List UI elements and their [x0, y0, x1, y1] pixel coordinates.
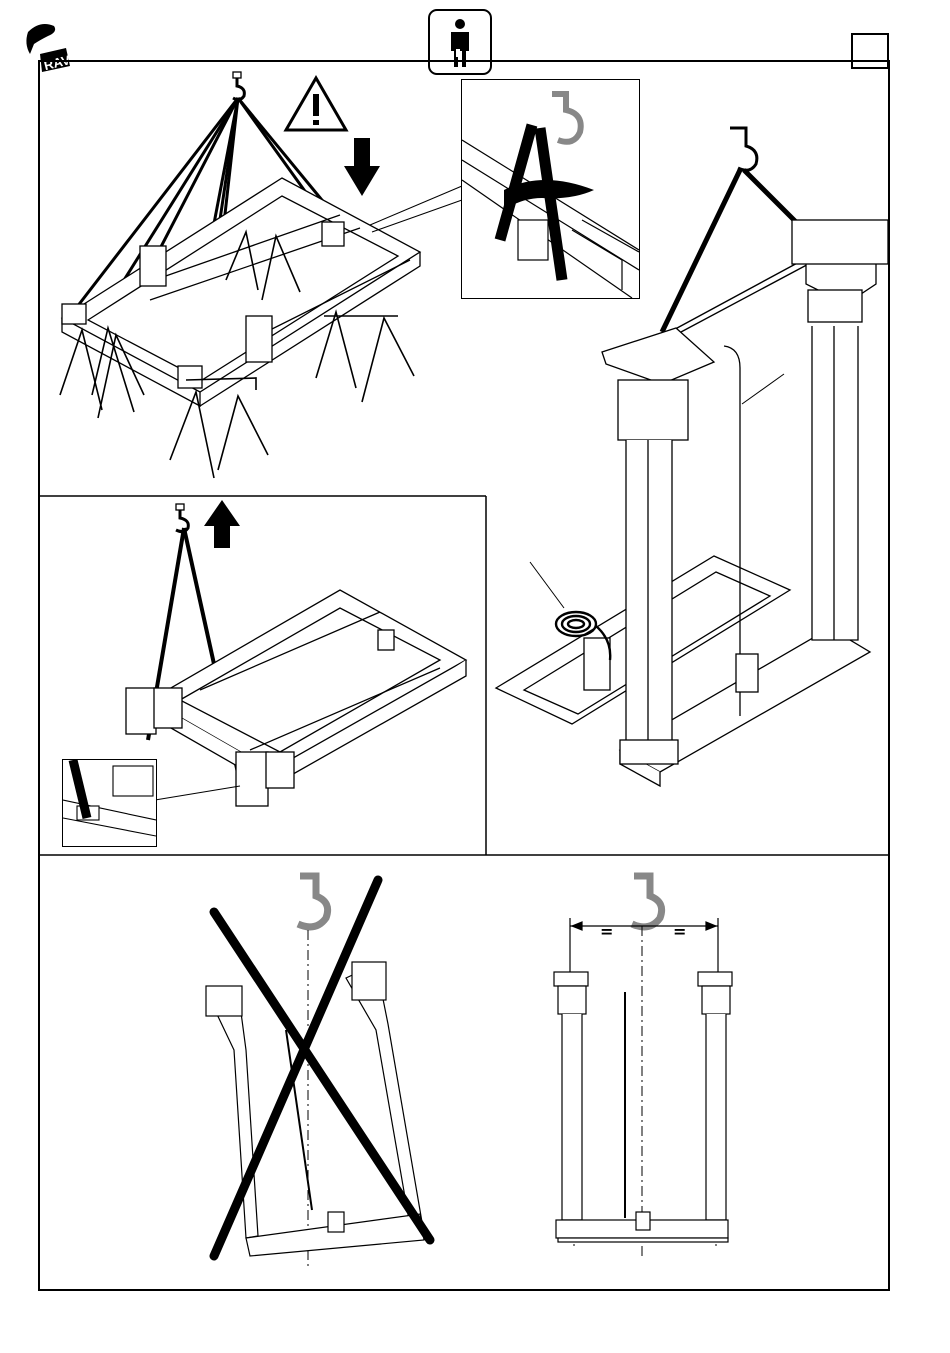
crane-hook-icon [632, 876, 662, 927]
dimension-equal-left: = [600, 924, 613, 940]
dimension-equal-right: = [673, 924, 686, 940]
